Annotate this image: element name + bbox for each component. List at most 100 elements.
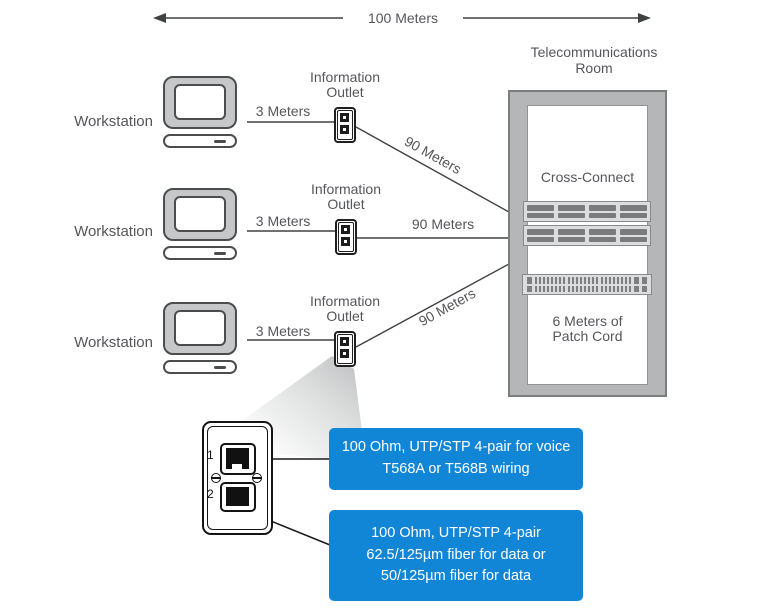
switch-panel [522, 274, 652, 295]
rj45-notch [232, 464, 242, 469]
rj45-connector-icon [226, 448, 249, 469]
faceplate-inner-border [207, 426, 268, 530]
arrowhead-right [638, 13, 651, 23]
switch-port [527, 277, 532, 284]
data-callout: 100 Ohm, UTP/STP 4-pair 62.5/125µm fiber… [329, 510, 583, 601]
monitor-icon [163, 188, 237, 241]
monitor-screen [174, 84, 226, 120]
screw-icon [252, 473, 262, 483]
outlet-2-label-line2: Outlet [327, 196, 365, 212]
screw-icon [211, 473, 221, 483]
switch-port-group [601, 285, 631, 292]
outlet-faceplate [338, 222, 354, 252]
switch-port-row [527, 285, 647, 292]
monitor-base [163, 360, 237, 374]
outlet-2-label: Information Outlet [296, 182, 396, 212]
switch-port [634, 277, 639, 284]
faceplate-detail: 1 2 [202, 421, 273, 535]
switch-port-group [535, 285, 565, 292]
panel-slot [558, 212, 585, 218]
panel-slot [620, 236, 647, 242]
outlet-1-label-line2: Outlet [326, 84, 364, 100]
jack2-number: 2 [207, 487, 214, 501]
workstation-3-label: Workstation [74, 334, 153, 351]
panel-slot [527, 229, 554, 235]
switch-port-group [535, 277, 565, 284]
link-2-length-label: 90 Meters [411, 216, 475, 232]
rj45-jack [220, 443, 256, 475]
telecom-room-title-line2: Room [575, 60, 613, 76]
outlet-3-label-line1: Information [309, 293, 381, 309]
outlet-faceplate [337, 334, 353, 364]
panel-slot [558, 236, 585, 242]
workstation-1-icon [163, 76, 237, 150]
switch-port-group [568, 277, 598, 284]
panel-slot [620, 205, 647, 211]
arrowhead-left [153, 13, 166, 23]
fiber-jack [220, 482, 256, 512]
patch-panel-1 [523, 201, 651, 222]
monitor-base-dash [214, 252, 226, 255]
outlet-faceplate [337, 110, 353, 140]
monitor-base-dash [214, 140, 226, 143]
outlet-jack-1 [340, 113, 349, 122]
outlet-jack-1 [341, 225, 350, 234]
workstation-2-icon [163, 188, 237, 262]
panel-slot [620, 212, 647, 218]
scale-label: 100 Meters [343, 10, 463, 26]
switch-port-row [527, 277, 647, 284]
outlet-1-label-line1: Information [309, 69, 381, 85]
panel-slot [527, 205, 554, 211]
switch-port-group [568, 285, 598, 292]
jack1-number: 1 [207, 448, 214, 462]
data-callout-line1: 100 Ohm, UTP/STP 4-pair [371, 524, 541, 541]
panel-slot [558, 229, 585, 235]
information-outlet-3-icon [334, 331, 356, 367]
information-outlet-1-icon [334, 107, 356, 143]
outlet-jack-1 [340, 337, 349, 346]
data-callout-line3: 50/125µm fiber for data [380, 568, 532, 585]
panel-slot [558, 205, 585, 211]
data-callout-line2: 62.5/125µm fiber for data or [366, 546, 546, 563]
workstation-3-icon [163, 302, 237, 376]
cable-3-length-label: 3 Meters [255, 323, 311, 339]
switch-port [527, 285, 532, 292]
monitor-base [163, 134, 237, 148]
outlet-3-label-line2: Outlet [326, 308, 364, 324]
patch-cord-label: 6 Meters of Patch Cord [508, 314, 667, 344]
monitor-screen [174, 310, 226, 346]
telecom-room-title: Telecommunications Room [514, 44, 674, 76]
monitor-icon [163, 302, 237, 355]
cable-1-length-label: 3 Meters [255, 103, 311, 119]
switch-port [634, 285, 639, 292]
outlet-jack-2 [340, 349, 349, 358]
panel-slot [527, 212, 554, 218]
cable-2-length-label: 3 Meters [255, 213, 311, 229]
panel-slot [589, 212, 616, 218]
patch-cord-label-line2: Patch Cord [552, 328, 623, 344]
monitor-icon [163, 76, 237, 129]
panel-slot [589, 229, 616, 235]
panel-slot [620, 229, 647, 235]
workstation-1-label: Workstation [74, 113, 153, 130]
panel-slot [589, 236, 616, 242]
outlet-2-label-line1: Information [310, 181, 382, 197]
workstation-2-label: Workstation [74, 223, 153, 240]
outlet-1-label: Information Outlet [295, 70, 395, 100]
panel-slot [527, 236, 554, 242]
voice-callout-line2: T568A or T568B wiring [382, 461, 530, 477]
monitor-base-dash [214, 366, 226, 369]
patch-panel-2 [523, 225, 651, 246]
cable-outlet1-rack [355, 126, 510, 213]
monitor-screen [174, 196, 226, 232]
patch-cord-label-line1: 6 Meters of [552, 313, 623, 329]
fiber-connector-icon [226, 487, 249, 506]
outlet-jack-2 [340, 125, 349, 134]
outlet-3-label: Information Outlet [295, 294, 395, 324]
cable-outlet3-rack [355, 263, 510, 348]
information-outlet-2-icon [335, 219, 357, 255]
monitor-base [163, 246, 237, 260]
telecom-room-title-line1: Telecommunications [530, 44, 658, 60]
switch-port [642, 285, 647, 292]
